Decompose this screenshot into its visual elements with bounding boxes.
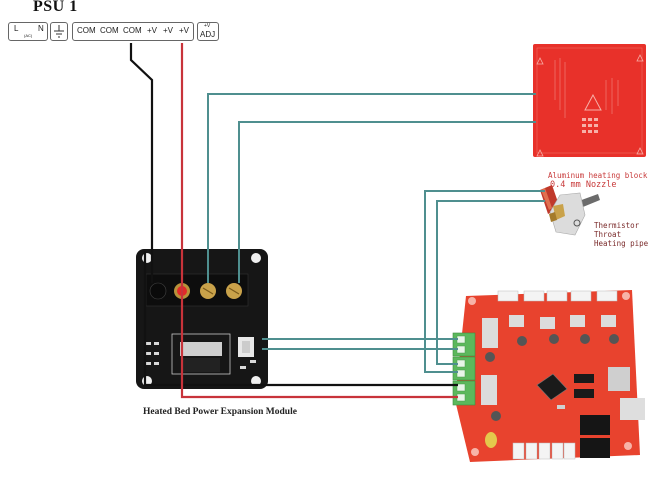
wire-power-red xyxy=(180,290,458,399)
terminal-label-com-2: COM xyxy=(100,26,119,35)
hotend xyxy=(540,185,600,236)
wire-power-black xyxy=(143,251,458,387)
label-throat: Throat xyxy=(594,230,622,239)
label-thermistor: Thermistor xyxy=(594,221,640,230)
terminal-label-v-1: +V xyxy=(147,26,158,35)
terminal-label-n: N xyxy=(38,24,44,33)
heated-bed xyxy=(533,44,646,157)
terminal-label-adj: ADJ xyxy=(200,30,216,39)
terminal-label-v-2: +V xyxy=(163,26,174,35)
psu-title: PSU 1 xyxy=(33,0,78,15)
wire-module-to-bed-1 xyxy=(207,93,536,283)
terminal-label-l: L xyxy=(14,24,19,33)
label-nozzle: 0.4 mm Nozzle xyxy=(550,180,617,190)
wire-hotend-2 xyxy=(436,200,545,365)
psu-terminal-adj: +V ADJ xyxy=(197,22,219,41)
label-heating-pipe: Heating pipe xyxy=(594,239,649,248)
psu-terminal-ac: L N (AC) xyxy=(8,22,48,41)
terminal-label-adj-v: +V xyxy=(204,23,211,29)
controller-power-terminals xyxy=(452,332,476,406)
psu-terminal-ground xyxy=(50,22,68,41)
module-caption: Heated Bed Power Expansion Module xyxy=(143,407,297,417)
terminal-label-com-1: COM xyxy=(77,26,96,35)
terminal-label-com-3: COM xyxy=(123,26,142,35)
wire-psu-com-to-module xyxy=(129,43,154,283)
terminal-label-v-3: +V xyxy=(179,26,190,35)
controller-board xyxy=(452,290,645,462)
psu-terminal-output: COM COM COM +V +V +V xyxy=(72,22,194,41)
wire-hotend-1 xyxy=(424,190,545,373)
power-expansion-module xyxy=(136,249,268,389)
label-heating-block: Aluminum heating block xyxy=(548,171,648,180)
wire-module-to-bed-2 xyxy=(238,121,536,283)
wires xyxy=(129,43,545,399)
terminal-label-ac: (AC) xyxy=(24,33,33,38)
ground-icon xyxy=(54,25,64,38)
